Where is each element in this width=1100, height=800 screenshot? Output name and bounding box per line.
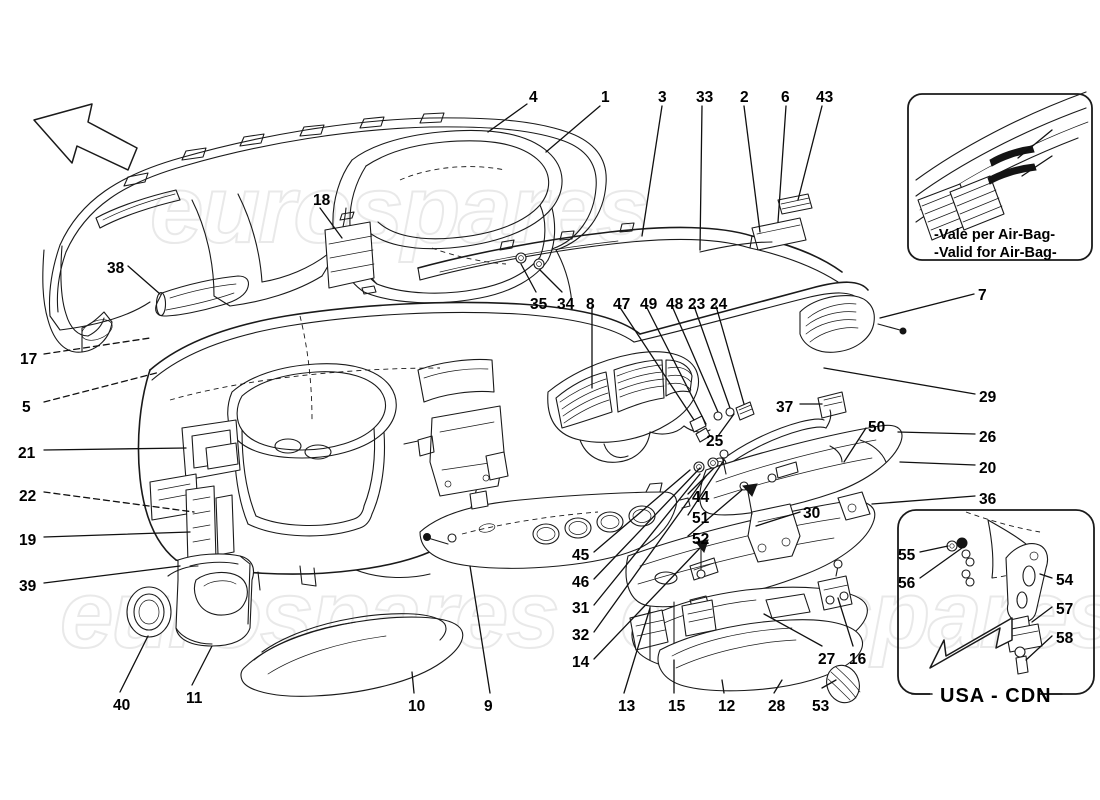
- fasteners-44-51-52: [693, 449, 729, 475]
- airbag-caption-italian: -Vale per Air-Bag-: [934, 227, 1056, 243]
- callout-number-14: 14: [572, 654, 590, 671]
- dashboard-upper-pad: [48, 112, 607, 331]
- callout-number-6: 6: [781, 89, 790, 106]
- part-10-lower-tray: [240, 613, 464, 697]
- callout-number-43: 43: [816, 89, 834, 106]
- callout-number-54: 54: [1056, 572, 1074, 589]
- dashboard-main-body: [137, 281, 869, 591]
- callout-number-9: 9: [484, 698, 493, 715]
- callout-number-18: 18: [313, 192, 331, 209]
- callout-number-10: 10: [408, 698, 426, 715]
- callout-number-33: 33: [696, 89, 714, 106]
- part-39-11-40-duct-seal: [126, 553, 255, 647]
- direction-arrow-upper-left: [33, 103, 138, 171]
- glovebox-frame-assembly: [629, 559, 868, 692]
- callout-number-35: 35: [530, 296, 548, 313]
- callout-number-7: 7: [978, 287, 987, 304]
- part-45-46-bracket-plate: [419, 482, 691, 569]
- center-vent-cluster: [547, 351, 755, 463]
- airbag-caption-english: -Valid for Air-Bag-: [934, 245, 1057, 261]
- callout-number-36: 36: [979, 491, 997, 508]
- callout-number-25: 25: [706, 433, 724, 450]
- callout-number-12: 12: [718, 698, 736, 715]
- callout-number-16: 16: [849, 651, 867, 668]
- callout-number-38: 38: [107, 260, 125, 277]
- callout-number-5: 5: [22, 399, 31, 416]
- callout-number-55: 55: [898, 547, 916, 564]
- callout-number-22: 22: [19, 488, 37, 505]
- part-53-round-cap: [826, 664, 861, 704]
- callout-number-40: 40: [113, 697, 131, 714]
- callout-number-56: 56: [898, 575, 916, 592]
- part-30-36-support-rail: [625, 483, 876, 608]
- callout-number-53: 53: [812, 698, 830, 715]
- callout-number-23: 23: [688, 296, 706, 313]
- callout-number-48: 48: [666, 296, 684, 313]
- part-9-center-mounting-bracket: [403, 405, 509, 510]
- callout-number-47: 47: [613, 296, 631, 313]
- part-38-air-duct: [155, 275, 250, 317]
- callout-number-19: 19: [19, 532, 37, 549]
- leader-lines: [43, 103, 1063, 695]
- callout-number-34: 34: [557, 296, 575, 313]
- callout-number-57: 57: [1056, 601, 1074, 618]
- callout-number-1: 1: [601, 89, 610, 106]
- callout-number-32: 32: [572, 627, 590, 644]
- callout-number-31: 31: [572, 600, 590, 617]
- callout-number-20: 20: [979, 460, 997, 477]
- callout-number-37: 37: [776, 399, 794, 416]
- callout-number-30: 30: [803, 505, 821, 522]
- upper-trim-strip: [417, 193, 843, 283]
- callout-number-24: 24: [710, 296, 728, 313]
- callout-number-58: 58: [1056, 630, 1074, 647]
- callout-number-11: 11: [186, 690, 203, 707]
- part-26-20-cross-beam: [699, 424, 903, 516]
- usa-cdn-caption: USA - CDN: [940, 685, 1052, 707]
- airbag-inset-box: [907, 91, 1093, 261]
- callout-number-26: 26: [979, 429, 997, 446]
- usa-cdn-inset-box: [897, 509, 1095, 695]
- callout-number-39: 39: [19, 578, 37, 595]
- callout-number-27: 27: [818, 651, 836, 668]
- callout-number-17: 17: [20, 351, 38, 368]
- callout-number-8: 8: [586, 296, 595, 313]
- callout-number-29: 29: [979, 389, 997, 406]
- callout-number-45: 45: [572, 547, 590, 564]
- part-17-5-left-duct: [42, 245, 113, 353]
- callout-number-51: 51: [692, 510, 710, 527]
- callout-number-3: 3: [658, 89, 667, 106]
- callout-number-2: 2: [740, 89, 749, 106]
- part-7-right-air-vent: [799, 295, 907, 353]
- callout-number-13: 13: [618, 698, 636, 715]
- callout-number-4: 4: [529, 89, 538, 106]
- callout-number-46: 46: [572, 574, 590, 591]
- callout-number-49: 49: [640, 296, 658, 313]
- callout-number-50: 50: [868, 419, 886, 436]
- callout-number-21: 21: [18, 445, 36, 462]
- callout-number-15: 15: [668, 698, 686, 715]
- callout-number-44: 44: [692, 489, 710, 506]
- callout-number-52: 52: [692, 531, 710, 548]
- callout-number-28: 28: [768, 698, 786, 715]
